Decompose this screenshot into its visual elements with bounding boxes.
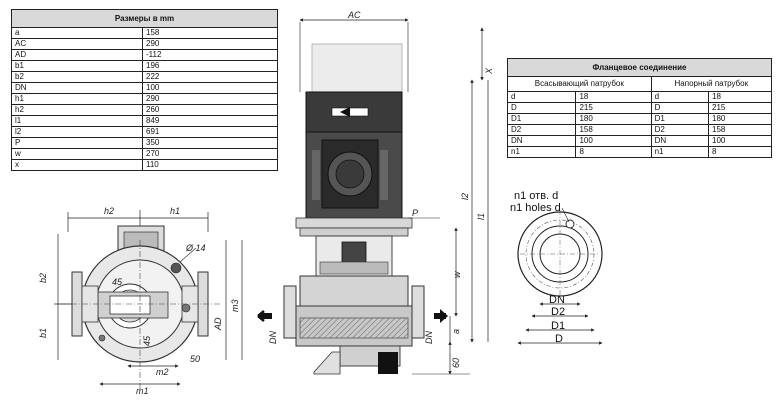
flange-table: Фланцевое соединение Всасывающий патрубо… <box>506 58 773 158</box>
label-m3: m3 <box>230 299 240 312</box>
label-p: P <box>412 208 418 218</box>
label-flange-holes-en: n1 holes d <box>510 202 561 214</box>
table-row: AD-112 <box>11 49 278 61</box>
dimension-key: x <box>11 159 143 171</box>
label-50: 50 <box>190 354 200 364</box>
flange-cell-key: n1 <box>506 146 577 158</box>
discharge-header: Напорный патрубок <box>650 76 773 92</box>
flange-cell-discharge: 158 <box>708 124 772 136</box>
label-45-bottom: 45 <box>142 335 152 346</box>
label-60: 60 <box>451 358 461 368</box>
label-l1: l1 <box>476 213 486 220</box>
top-view: h2 h1 b2 b1 AD m3 Ø 14 <box>38 206 243 396</box>
label-flange-d2: D2 <box>551 306 565 318</box>
label-h2: h2 <box>104 206 114 216</box>
label-b1: b1 <box>38 328 48 338</box>
label-flange-holes-ru: n1 отв. d <box>514 190 558 202</box>
label-dn-left: DN <box>268 331 278 344</box>
label-x: X <box>484 67 494 75</box>
label-ac: AC <box>347 10 361 20</box>
label-a: a <box>451 329 461 334</box>
label-dn-right: DN <box>424 331 434 344</box>
label-w: w <box>452 271 462 278</box>
front-view: AC DN <box>257 10 494 375</box>
flange-cell-discharge: 8 <box>708 146 772 158</box>
flange-detail: n1 отв. d n1 holes d DN D2 D1 D <box>510 190 603 345</box>
flange-cell-key2: n1 <box>650 146 710 158</box>
label-flange-d1: D1 <box>551 320 565 332</box>
label-45-top: 45 <box>112 277 123 287</box>
label-ad: AD <box>213 317 223 331</box>
label-flange-d: D <box>555 333 563 345</box>
label-m2: m2 <box>156 367 169 377</box>
label-b2: b2 <box>38 273 48 283</box>
label-h1: h1 <box>170 206 180 216</box>
flange-table-body: Всасывающий патрубок Напорный патрубок d… <box>506 76 773 158</box>
label-flange-dn: DN <box>549 294 565 306</box>
label-l2: l2 <box>460 193 470 200</box>
label-m1: m1 <box>136 386 149 396</box>
dimension-value: 110 <box>142 159 278 171</box>
suction-header: Всасывающий патрубок <box>507 76 652 92</box>
label-diameter: Ø 14 <box>185 243 206 253</box>
